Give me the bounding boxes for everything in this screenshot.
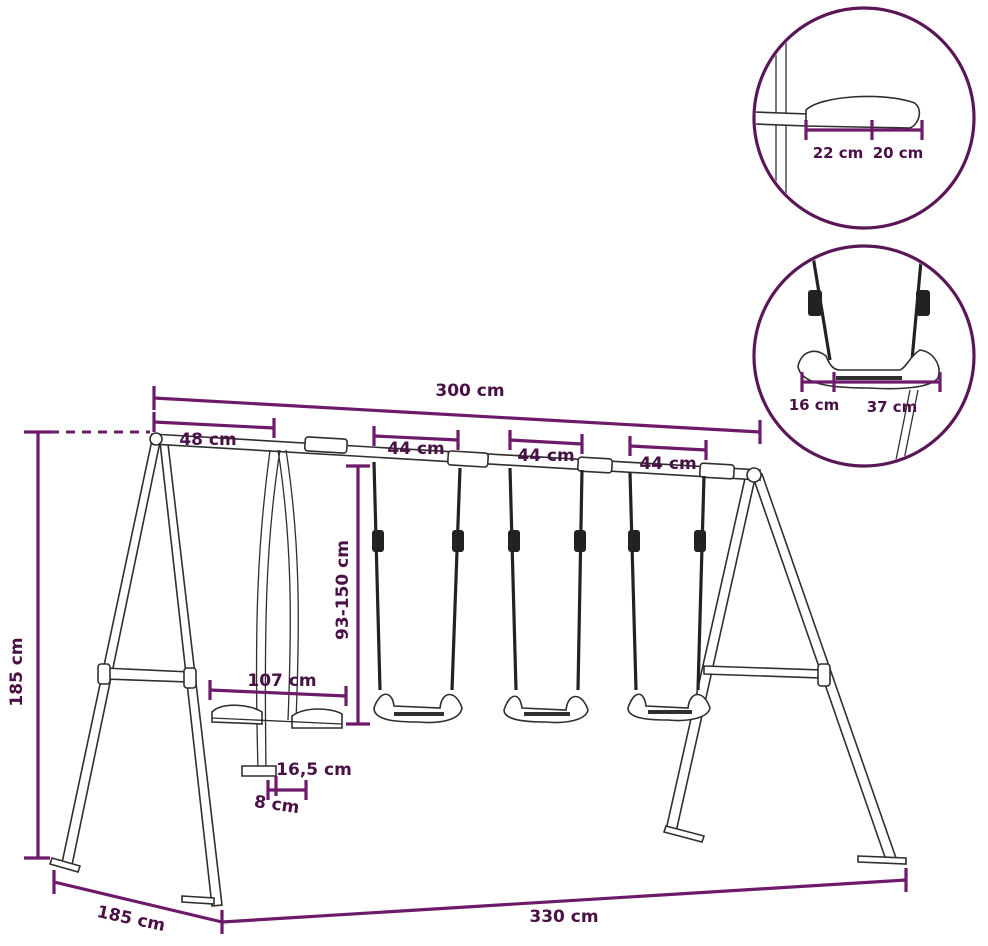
label-teeter-seat-width: 20 cm [873,144,924,162]
swing-seat-1 [373,693,463,724]
label-frame-height: 185 cm [7,637,27,706]
swing-2 [503,467,589,724]
teeter-footrest [241,765,277,777]
left-brace [103,667,191,683]
detail-teeter-seat: 22 cm 20 cm [752,6,976,230]
swing-3 [627,471,711,722]
label-teeter-length: 107 cm [247,671,316,691]
detail-swing-seat: 16 cm 37 cm [752,244,976,468]
teeter-seat-right [291,708,343,729]
label-teeter-seat-depth: 22 cm [813,144,864,162]
label-swing-seat-width: 37 cm [867,398,918,416]
right-front-leg [665,473,757,833]
swing-seat-3 [627,693,711,722]
swing-seat-2 [503,695,589,724]
teeter-seat-left [211,704,263,725]
label-swing-spacing-1: 44 cm [387,439,444,459]
label-swing-spacing-2: 44 cm [517,446,574,466]
left-front-leg [61,439,161,866]
label-rope-height: 93-150 cm [333,540,353,640]
label-footrest-width: 16,5 cm [276,760,352,780]
label-swing-seat-depth: 16 cm [789,396,840,414]
label-footrest-depth: 8 cm [253,792,301,818]
teeter-seat-detail [805,95,921,129]
label-teeter-arm: 48 cm [179,430,236,450]
dimension-lines [24,386,908,934]
label-swing-spacing-3: 44 cm [639,454,696,474]
swing-1 [372,461,464,724]
swing-frame [48,432,907,907]
label-base-length: 330 cm [529,907,598,927]
right-brace [703,665,823,679]
label-top-length: 300 cm [435,381,504,401]
